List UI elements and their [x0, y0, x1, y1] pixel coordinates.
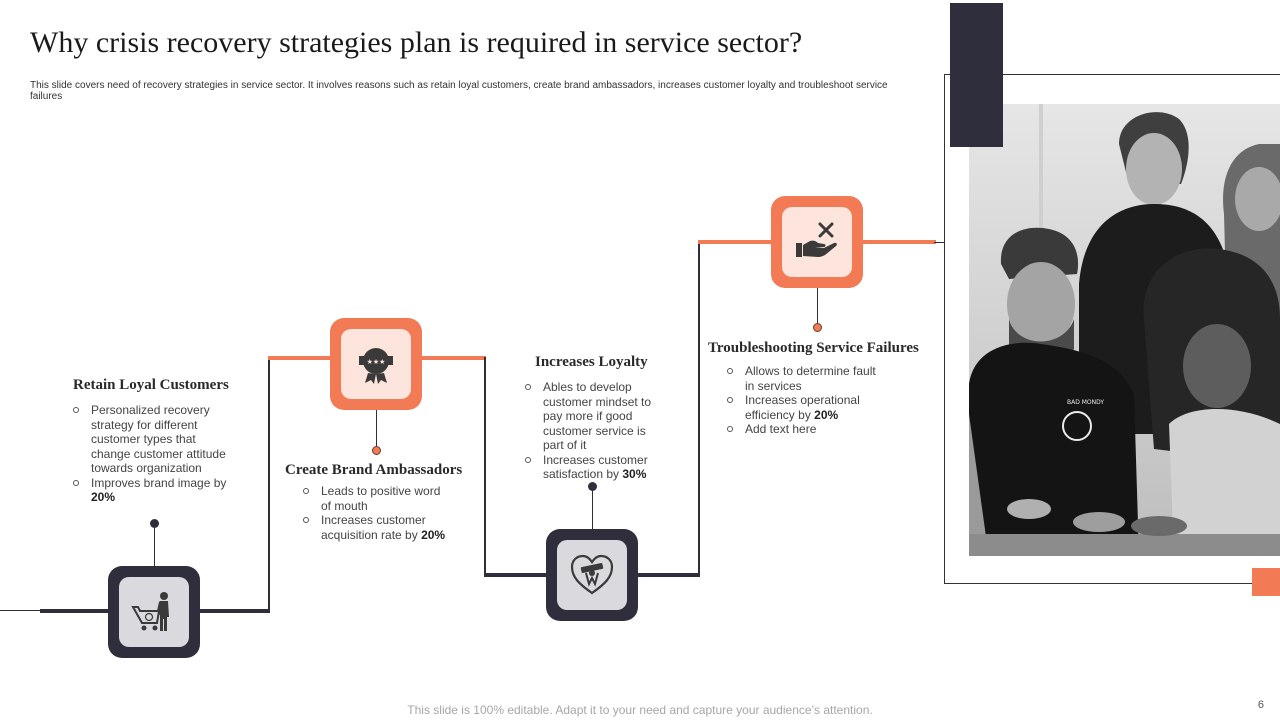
step-heading-retain: Retain Loyal Customers — [73, 377, 229, 393]
connector-line — [934, 242, 944, 243]
step-heading-loyalty: Increases Loyalty — [535, 354, 648, 370]
step-bullets-loyalty: Ables to develop customer mindset to pay… — [525, 380, 660, 482]
decorative-accent-square — [1252, 568, 1280, 596]
heart-loyalty-icon — [570, 554, 614, 595]
team-photo-illustration: BAD MONDY — [969, 104, 1280, 556]
pin-dot — [813, 323, 822, 332]
bullet-item: Increases customer satisfaction by 30% — [525, 453, 660, 482]
connector-line — [0, 610, 40, 611]
hand-cross-icon — [796, 222, 837, 257]
step-heading-troubleshooting: Troubleshooting Service Failures — [708, 340, 919, 356]
connector-line — [484, 357, 486, 577]
slide-title: Why crisis recovery strategies plan is r… — [30, 26, 803, 59]
bullet-item: Improves brand image by 20% — [73, 476, 233, 505]
pin-dot — [372, 446, 381, 455]
team-photo: BAD MONDY — [969, 104, 1280, 556]
step-bullets-ambassadors: Leads to positive word of mouth Increase… — [303, 484, 453, 542]
shopping-cart-person-icon — [131, 592, 169, 631]
step-bullets-troubleshooting: Allows to determine fault in services In… — [727, 364, 887, 437]
bullet-item: Ables to develop customer mindset to pay… — [525, 380, 660, 453]
award-badge-icon: ★★★ — [359, 348, 393, 384]
bullet-item: Leads to positive word of mouth — [303, 484, 453, 513]
step-heading-ambassadors: Create Brand Ambassadors — [285, 462, 463, 478]
svg-text:BAD MONDY: BAD MONDY — [1067, 399, 1104, 406]
footer-note: This slide is 100% editable. Adapt it to… — [407, 703, 873, 717]
bullet-item: Personalized recovery strategy for diffe… — [73, 403, 233, 476]
step-bullets-retain: Personalized recovery strategy for diffe… — [73, 403, 233, 505]
step-icon-box-ambassadors: ★★★ — [330, 318, 422, 410]
decorative-bar — [950, 3, 1003, 147]
step-icon-box-loyalty — [546, 529, 638, 621]
pin-dot — [150, 519, 159, 528]
connector-line — [698, 242, 700, 577]
pin-stem — [592, 489, 593, 531]
bullet-item: Increases operational efficiency by 20% — [727, 393, 887, 422]
bullet-item: Increases customer acquisition rate by 2… — [303, 513, 453, 542]
photo-frame — [944, 74, 1280, 584]
pin-stem — [817, 288, 818, 324]
pin-dot — [588, 482, 597, 491]
pin-stem — [154, 526, 155, 568]
bullet-item: Add text here — [727, 422, 887, 437]
svg-text:★★★: ★★★ — [367, 358, 386, 366]
bullet-item: Allows to determine fault in services — [727, 364, 887, 393]
step-icon-box-troubleshooting — [771, 196, 863, 288]
step-icon-box-retain — [108, 566, 200, 658]
pin-stem — [376, 410, 377, 446]
connector-line — [268, 357, 270, 613]
page-number: 6 — [1257, 699, 1264, 711]
slide-subtitle: This slide covers need of recovery strat… — [30, 80, 888, 102]
